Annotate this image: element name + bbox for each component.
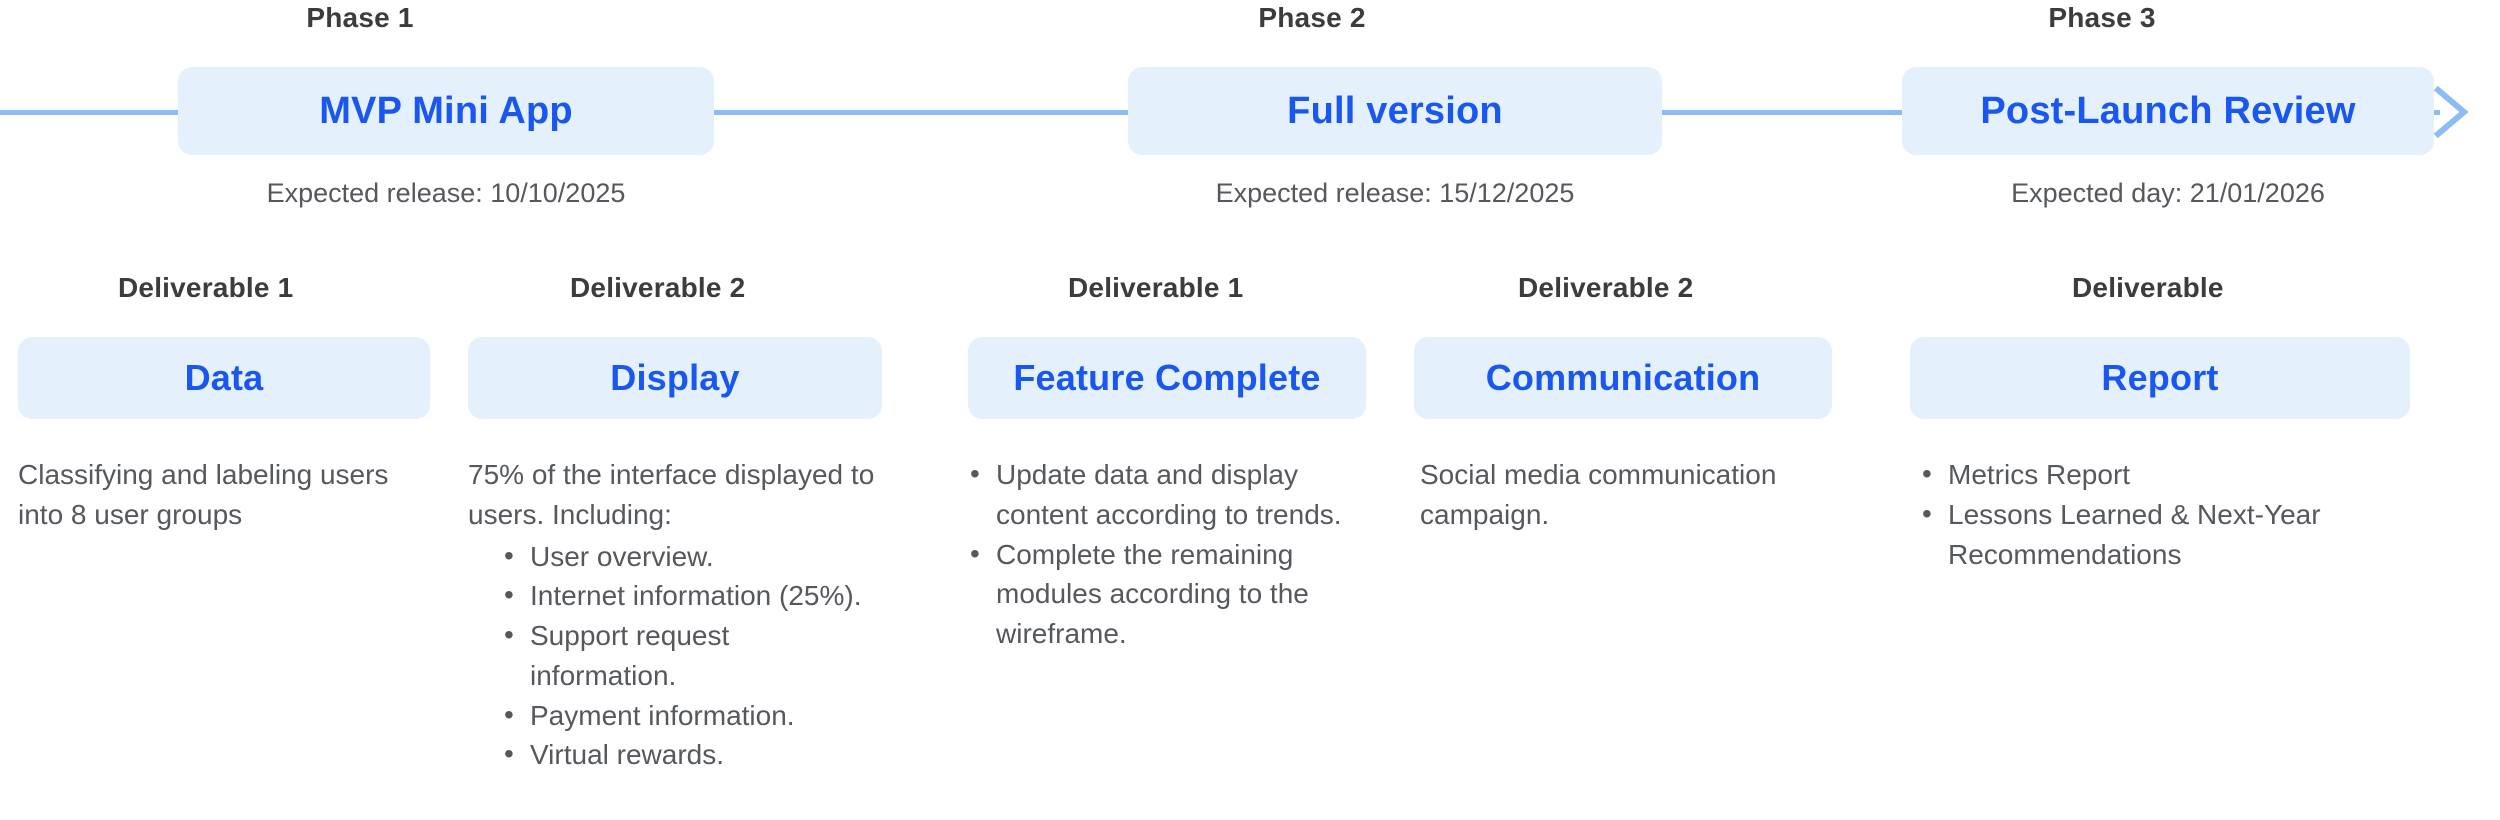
phase-card-title-2: Full version [1287,89,1503,132]
description-bullet-list: Metrics Report Lessons Learned & Next-Ye… [1920,454,2480,575]
phase-label-3: Phase 3 [2048,2,2156,33]
deliverable-card-title-report: Report [2101,357,2219,398]
deliverable-description-display: 75% of the interface displayed to users.… [468,455,878,775]
deliverable-label-2: Deliverable 2 [570,272,746,303]
deliverable-card-feature-complete[interactable]: Feature Complete [968,337,1366,419]
deliverable-description-report: Metrics Report Lessons Learned & Next-Ye… [1920,454,2480,575]
deliverable-card-title-feature-complete: Feature Complete [1013,357,1321,398]
phase-date-2: Expected release: 15/12/2025 [1215,178,1575,208]
description-paragraph: 75% of the interface displayed to users.… [468,459,875,530]
deliverable-card-title-display: Display [610,357,740,398]
list-item: User overview. [502,536,878,577]
phase-card-1[interactable]: MVP Mini App [178,67,714,155]
list-item: Payment information. [502,695,878,736]
list-item: Support request information. [502,615,878,696]
list-item: Metrics Report [1920,454,2480,495]
deliverable-card-communication[interactable]: Communication [1414,337,1832,419]
description-bullet-list: User overview. Internet information (25%… [468,536,878,776]
deliverable-card-data[interactable]: Data [18,337,430,419]
description-bullet-list: Update data and display content accordin… [968,454,1360,654]
list-item: Internet information (25%). [502,575,878,616]
description-paragraph: Social media communication campaign. [1420,459,1777,530]
deliverable-description-feature-complete: Update data and display content accordin… [968,454,1360,654]
list-item: Complete the remaining modules according… [968,533,1360,654]
deliverable-description-data: Classifying and labeling users into 8 us… [18,455,418,535]
phase-card-2[interactable]: Full version [1128,67,1662,155]
phase-card-3[interactable]: Post-Launch Review [1902,67,2434,155]
phase-date-3: Expected day: 21/01/2026 [2011,178,2325,208]
list-item: Lessons Learned & Next-Year Recommendati… [1920,494,2480,575]
arrow-right-icon [2433,85,2490,139]
deliverable-card-report[interactable]: Report [1910,337,2410,419]
list-item: Virtual rewards. [502,734,878,775]
deliverable-card-title-communication: Communication [1485,357,1761,398]
deliverable-label-4: Deliverable 2 [1518,272,1694,303]
description-paragraph: Classifying and labeling users into 8 us… [18,459,389,530]
phase-label-1: Phase 1 [306,2,414,33]
phase-date-1: Expected release: 10/10/2025 [266,178,626,208]
deliverable-card-title-data: Data [184,357,264,398]
deliverable-label-5: Deliverable [2072,272,2224,303]
deliverable-description-communication: Social media communication campaign. [1420,455,1820,535]
deliverable-label-1: Deliverable 1 [118,272,294,303]
deliverable-label-3: Deliverable 1 [1068,272,1244,303]
phase-card-title-3: Post-Launch Review [1980,89,2356,132]
deliverable-card-display[interactable]: Display [468,337,882,419]
phase-card-title-1: MVP Mini App [319,89,573,132]
phase-label-2: Phase 2 [1258,2,1366,33]
list-item: Update data and display content accordin… [968,454,1360,535]
